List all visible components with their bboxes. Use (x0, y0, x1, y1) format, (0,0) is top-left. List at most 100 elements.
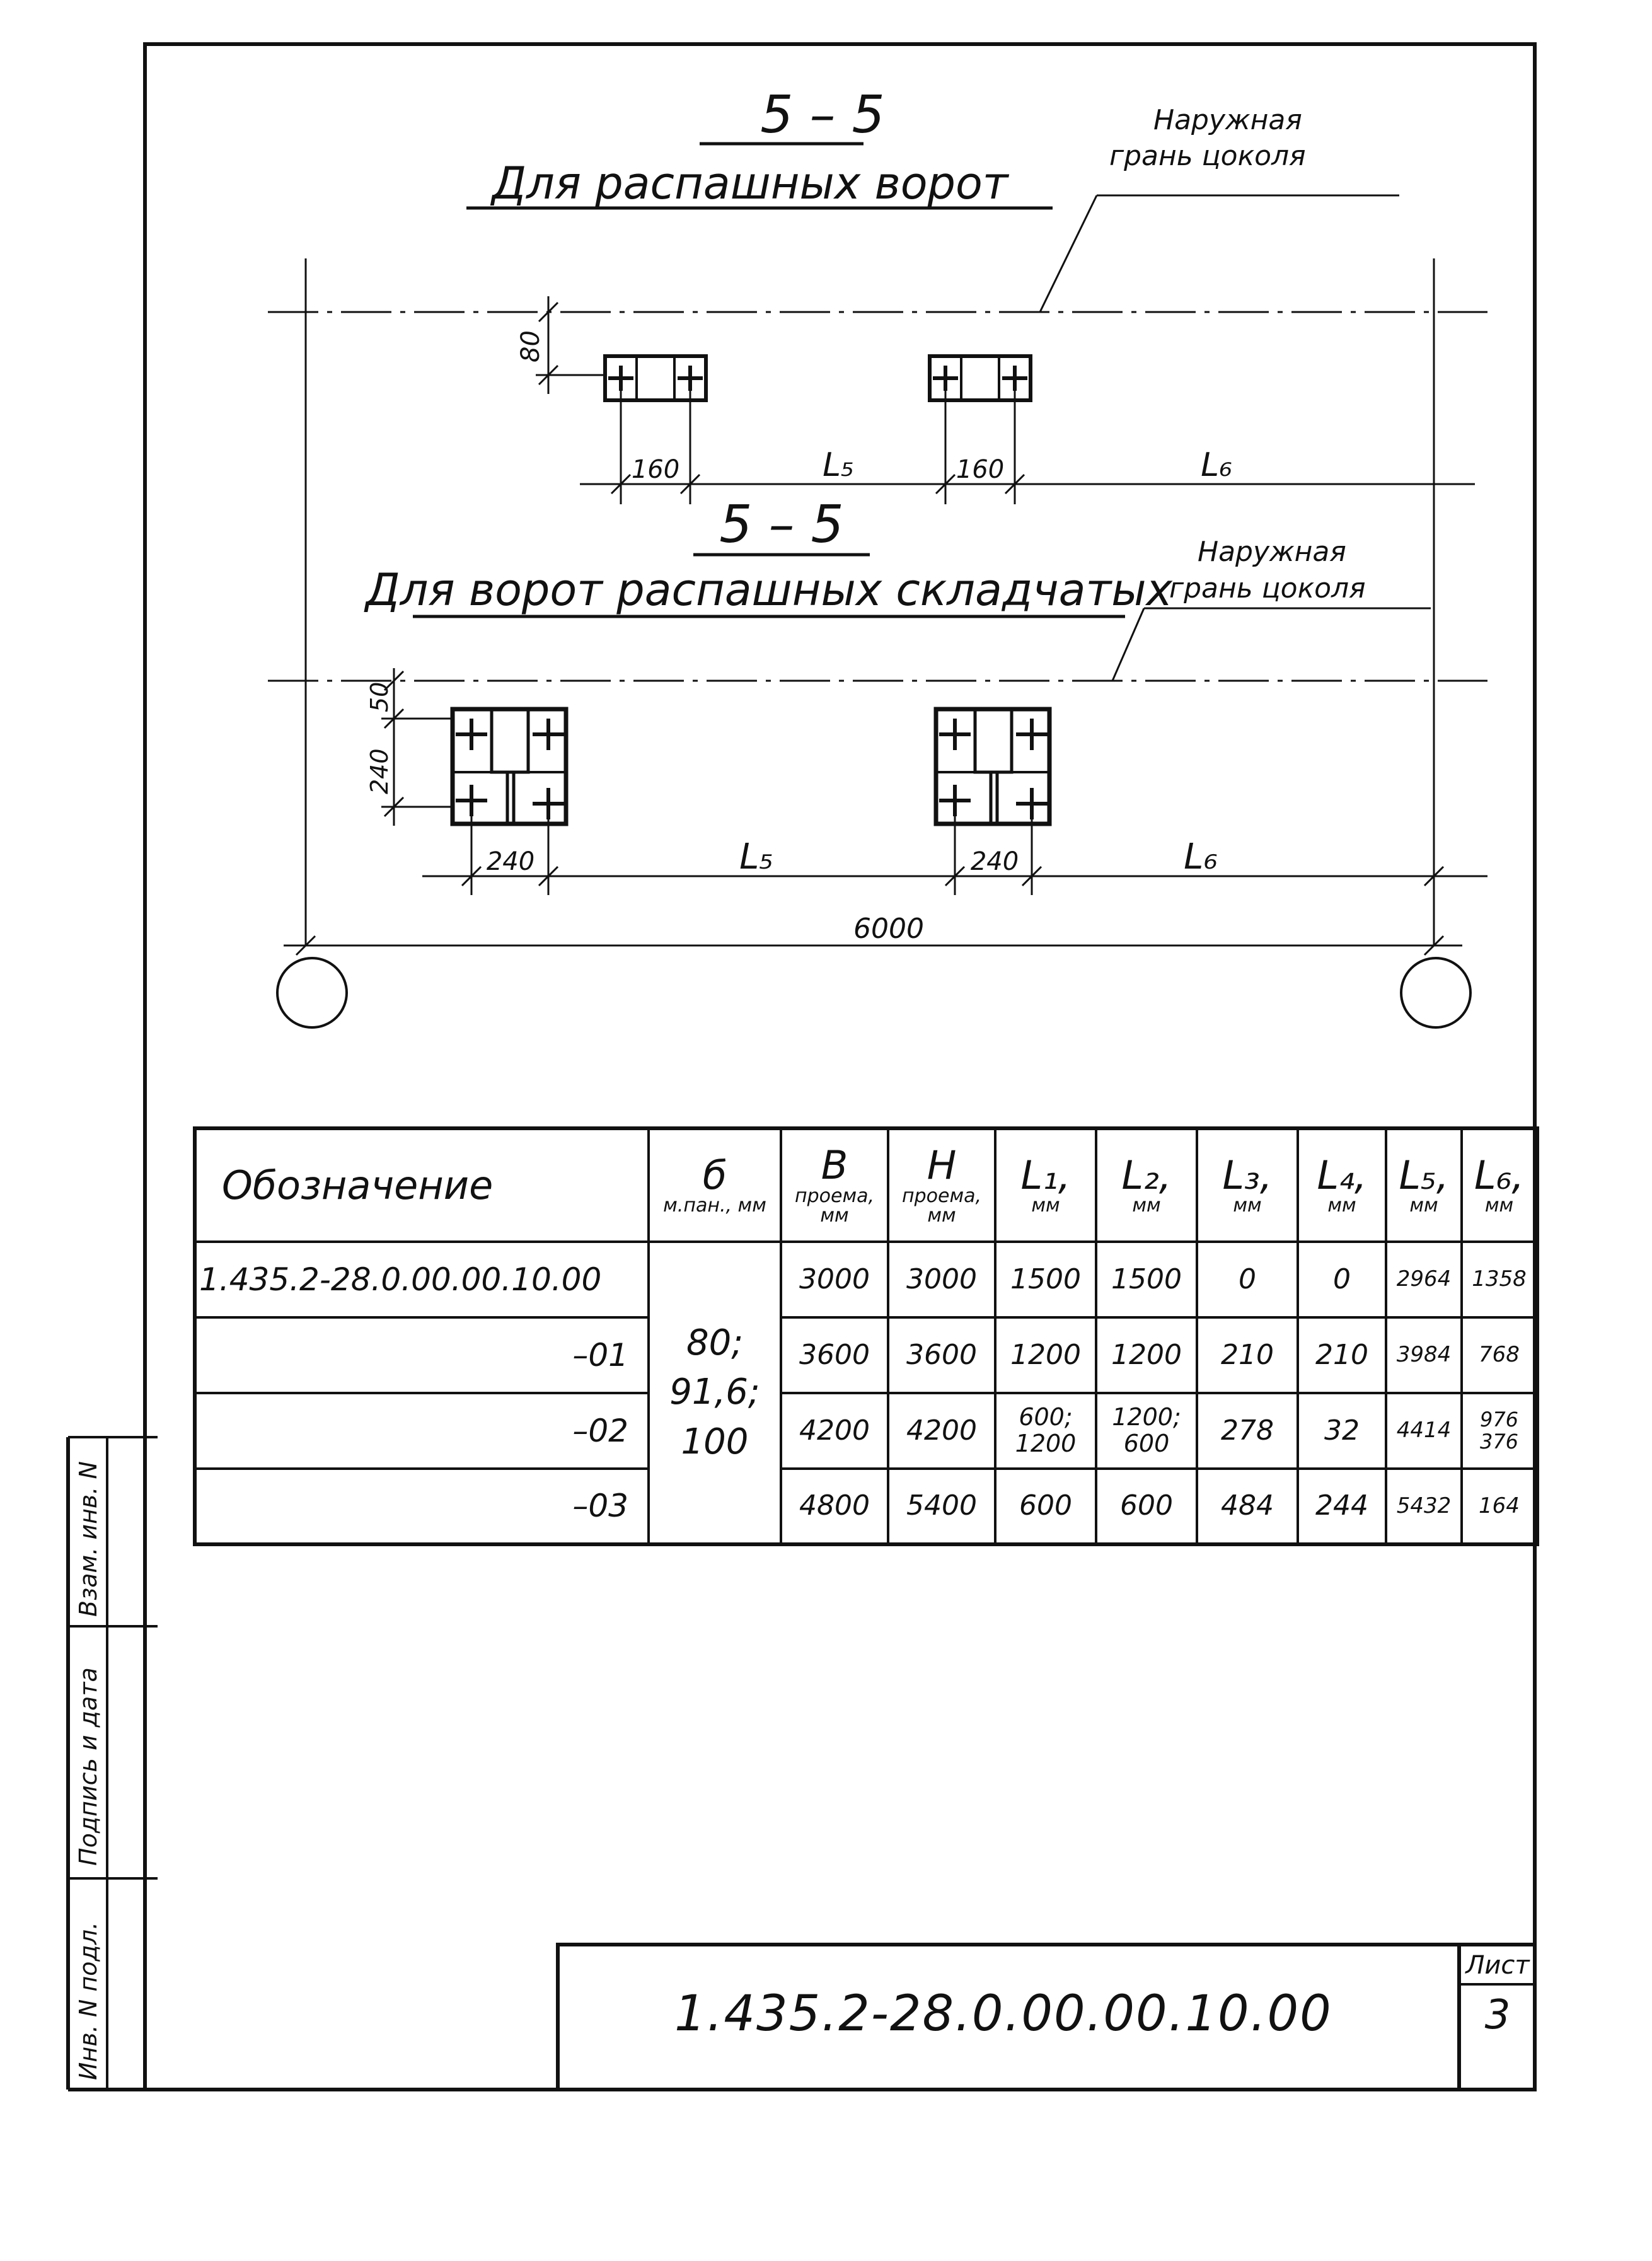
axis-bubble-right (1400, 957, 1472, 1029)
header-L5-unit: мм (1409, 1194, 1438, 1217)
cell-L6: 768 (1460, 1316, 1539, 1394)
cell-L6: 976 376 (1460, 1392, 1539, 1470)
cell-L5: 3984 (1385, 1316, 1463, 1394)
section-bottom-mark: 5 – 5 (719, 495, 843, 555)
header-H-sym: Н (927, 1142, 957, 1189)
header-L2-sym: L₂, (1121, 1152, 1172, 1199)
dim-top-L6: L₆ (1201, 446, 1232, 484)
header-L2-unit: мм (1132, 1194, 1161, 1217)
header-L5: L₅,мм (1385, 1127, 1463, 1243)
header-b-unit: м.пан., мм (663, 1194, 766, 1217)
section-top-title: Для распашных ворот (490, 158, 1009, 209)
cell-H: 5400 (887, 1467, 996, 1546)
cell-L5: 5432 (1385, 1467, 1463, 1546)
dim-bottom-plate-2: 240 (971, 847, 1019, 876)
header-L6: L₆,мм (1460, 1127, 1539, 1243)
section-bottom-title: Для ворот распашных складчатых (364, 564, 1173, 616)
cell-L1: 600; 1200 (994, 1392, 1097, 1470)
table-row: 1.435.2-28.0.00.00.10.00 80; 91,6; 100 3… (194, 1240, 1539, 1546)
table-row: –03 4800 5400 600 600 484 244 5432 164 (194, 1467, 1539, 1546)
section-top-note-1: Наружная (1153, 104, 1302, 136)
cell-L6: 164 (1460, 1467, 1539, 1546)
header-L1-unit: мм (1031, 1194, 1060, 1217)
title-block-code: 1.435.2-28.0.00.00.10.00 (674, 1986, 1332, 2042)
dim-bottom-offset-top: 50 (366, 682, 393, 712)
header-L5-sym: L₅, (1399, 1152, 1449, 1199)
header-b-sym: б (702, 1152, 727, 1199)
header-L4-sym: L₄, (1317, 1152, 1367, 1199)
row-code: –01 (194, 1316, 650, 1394)
section-bottom-note-1: Наружная (1198, 536, 1346, 568)
cell-L4: 0 (1297, 1240, 1387, 1319)
header-L4: L₄,мм (1297, 1127, 1387, 1243)
cell-L3: 278 (1196, 1392, 1299, 1470)
table-row: –01 3600 3600 1200 1200 210 210 3984 768 (194, 1316, 1539, 1394)
side-stamp-field-2: Подпись и дата (74, 1667, 102, 1866)
cell-L3: 484 (1196, 1467, 1299, 1546)
dim-top-L5: L₅ (823, 446, 854, 484)
title-block (556, 1943, 1537, 2091)
cell-L4: 210 (1297, 1316, 1387, 1394)
cell-L5: 2964 (1385, 1240, 1463, 1319)
header-L3-sym: L₃, (1222, 1152, 1273, 1199)
header-L1-sym: L₁, (1020, 1152, 1071, 1199)
title-block-sheet-number: 3 (1484, 1992, 1511, 2038)
cell-L3: 0 (1196, 1240, 1299, 1319)
cell-L2: 1200 (1095, 1316, 1198, 1394)
dim-bottom-L6: L₆ (1184, 836, 1218, 877)
section-bottom-note-2: грань цоколя (1169, 572, 1366, 604)
dim-top-plate-2: 160 (956, 455, 1004, 484)
row-code: 1.435.2-28.0.00.00.10.00 (194, 1240, 650, 1319)
cell-L2: 600 (1095, 1467, 1198, 1546)
section-bottom: 5 – 5 Для ворот распашных складчатых Нар… (268, 495, 1487, 1029)
dim-total: 6000 (853, 913, 924, 945)
title-block-sheet-label: Лист (1465, 1951, 1530, 1980)
cell-L1: 1200 (994, 1316, 1097, 1394)
row-code: –02 (194, 1392, 650, 1470)
drawing-frame (143, 42, 1537, 2091)
dim-bottom-plate-1: 240 (487, 847, 534, 876)
table-row: –02 4200 4200 600; 1200 1200; 600 278 32… (194, 1392, 1539, 1470)
header-L6-unit: мм (1484, 1194, 1514, 1217)
cell-L1: 1500 (994, 1240, 1097, 1319)
cell-B: 4800 (780, 1467, 889, 1546)
cell-L5: 4414 (1385, 1392, 1463, 1470)
cell-L1: 600 (994, 1467, 1097, 1546)
cell-H: 3000 (887, 1240, 996, 1319)
side-stamp-field-1: Инв. N подл. (74, 1921, 102, 2080)
cell-L3: 210 (1196, 1316, 1299, 1394)
cell-H: 3600 (887, 1316, 996, 1394)
header-L3-unit: мм (1233, 1194, 1262, 1217)
cell-L2: 1200; 600 (1095, 1392, 1198, 1470)
cell-H: 4200 (887, 1392, 996, 1470)
header-L6-sym: L₆, (1474, 1152, 1525, 1199)
anchor-plate-top-1 (603, 354, 708, 402)
cell-L6: 1358 (1460, 1240, 1539, 1319)
section-top-note-2: грань цоколя (1109, 140, 1306, 172)
anchor-plate-bottom-2 (933, 707, 1052, 826)
thickness-cell: 80; 91,6; 100 (647, 1240, 782, 1546)
anchor-plate-top-2 (928, 354, 1032, 402)
section-top: 5 – 5 Для распашных ворот Наружная грань… (268, 85, 1487, 945)
side-stamp-field-3: Взам. инв. N (74, 1461, 102, 1617)
header-L4-unit: мм (1327, 1194, 1356, 1217)
header-H-unit: проема, мм (901, 1184, 982, 1227)
header-L2: L₂,мм (1095, 1127, 1198, 1243)
dim-bottom-L5: L₅ (739, 836, 773, 877)
header-B-unit: проема, мм (794, 1184, 875, 1227)
cell-L4: 32 (1297, 1392, 1387, 1470)
section-top-mark: 5 – 5 (760, 85, 884, 145)
cell-B: 3000 (780, 1240, 889, 1319)
cell-B: 4200 (780, 1392, 889, 1470)
cell-L4: 244 (1297, 1467, 1387, 1546)
cell-B: 3600 (780, 1316, 889, 1394)
header-L3: L₃,мм (1196, 1127, 1299, 1243)
axis-bubble-left (276, 957, 348, 1029)
header-L1: L₁,мм (994, 1127, 1097, 1243)
